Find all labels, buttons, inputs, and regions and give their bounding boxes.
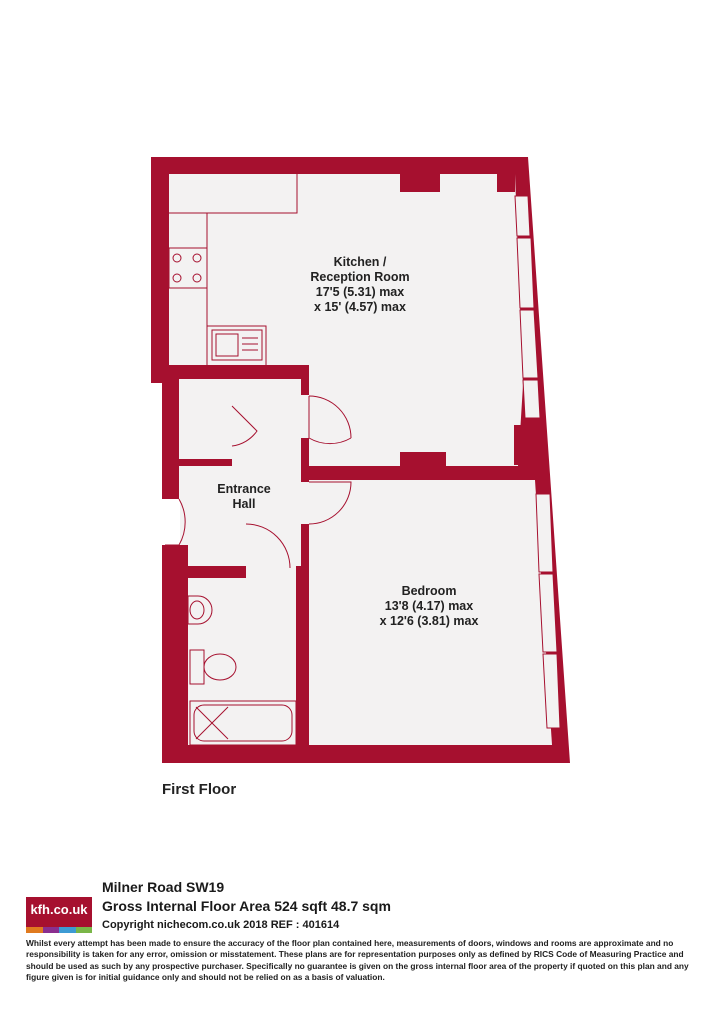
cupboard-wall — [179, 459, 232, 466]
floor-label: First Floor — [162, 781, 237, 798]
sink-icon — [211, 329, 263, 361]
kitchen-floor — [169, 174, 523, 466]
bedroom-dim-1: 13'8 (4.17) max — [384, 599, 474, 613]
kitchen-counter — [169, 174, 298, 365]
kitchen-dim-2: x 15' (4.57) max — [314, 300, 406, 314]
column-1 — [400, 174, 440, 192]
bath-icon — [189, 700, 297, 746]
copyright-ref: Copyright nichecom.co.uk 2018 REF : 4016… — [102, 919, 340, 931]
column-3 — [400, 452, 446, 466]
bed-kitchen-wall — [309, 466, 529, 480]
hob-icon — [168, 247, 208, 289]
hall-cupboard — [179, 379, 232, 459]
property-address: Milner Road SW19 — [102, 879, 225, 895]
bedroom-name: Bedroom — [401, 584, 457, 598]
door-gap-bedroom — [301, 482, 311, 524]
hall-left-wall — [162, 379, 179, 499]
hall-right-wall — [301, 379, 309, 746]
door-swings — [165, 395, 352, 569]
windows — [514, 195, 561, 729]
logo-stripe-orange — [26, 927, 43, 933]
entrance-name-2: Hall — [232, 497, 256, 511]
bedroom-floor — [309, 480, 552, 745]
door-gap-bath — [246, 566, 296, 580]
door-gap-cupboard — [232, 406, 240, 446]
kfh-logo: kfh.co.uk — [26, 897, 92, 933]
logo-stripe-purple — [42, 927, 59, 933]
kitchen-dim-1: 17'5 (5.31) max — [315, 285, 405, 299]
entrance-name-1: Entrance — [217, 482, 271, 496]
property-area: Gross Internal Floor Area 524 sqft 48.7 … — [102, 898, 391, 914]
kitchen-hall-wall — [162, 365, 309, 379]
property-info: Milner Road SW19 Gross Internal Floor Ar… — [102, 878, 391, 934]
door-gap-front — [160, 499, 180, 545]
door-gap-kitchen — [301, 395, 311, 438]
disclaimer-text: Whilst every attempt has been made to en… — [26, 938, 689, 983]
kitchen-name-1: Kitchen / — [333, 255, 387, 269]
bath-left-wall — [179, 545, 188, 745]
column-2 — [497, 174, 515, 192]
bedroom-label: Bedroom 13'8 (4.17) max x 12'6 (3.81) ma… — [380, 584, 479, 629]
floor-plan — [151, 157, 570, 763]
kitchen-label: Kitchen / Reception Room 17'5 (5.31) max… — [310, 255, 409, 315]
bedroom-dim-2: x 12'6 (3.81) max — [379, 614, 479, 628]
basin-icon — [187, 595, 213, 625]
logo-stripe-green — [75, 927, 92, 933]
entrance-label: Entrance Hall — [217, 482, 271, 512]
logo-stripes — [26, 927, 92, 933]
logo-stripe-blue — [59, 927, 76, 933]
column-4 — [514, 425, 536, 465]
toilet-icon — [189, 649, 237, 685]
bath-top-wall — [179, 566, 246, 578]
logo-text: kfh.co.uk — [30, 902, 88, 917]
kitchen-name-2: Reception Room — [310, 270, 410, 284]
